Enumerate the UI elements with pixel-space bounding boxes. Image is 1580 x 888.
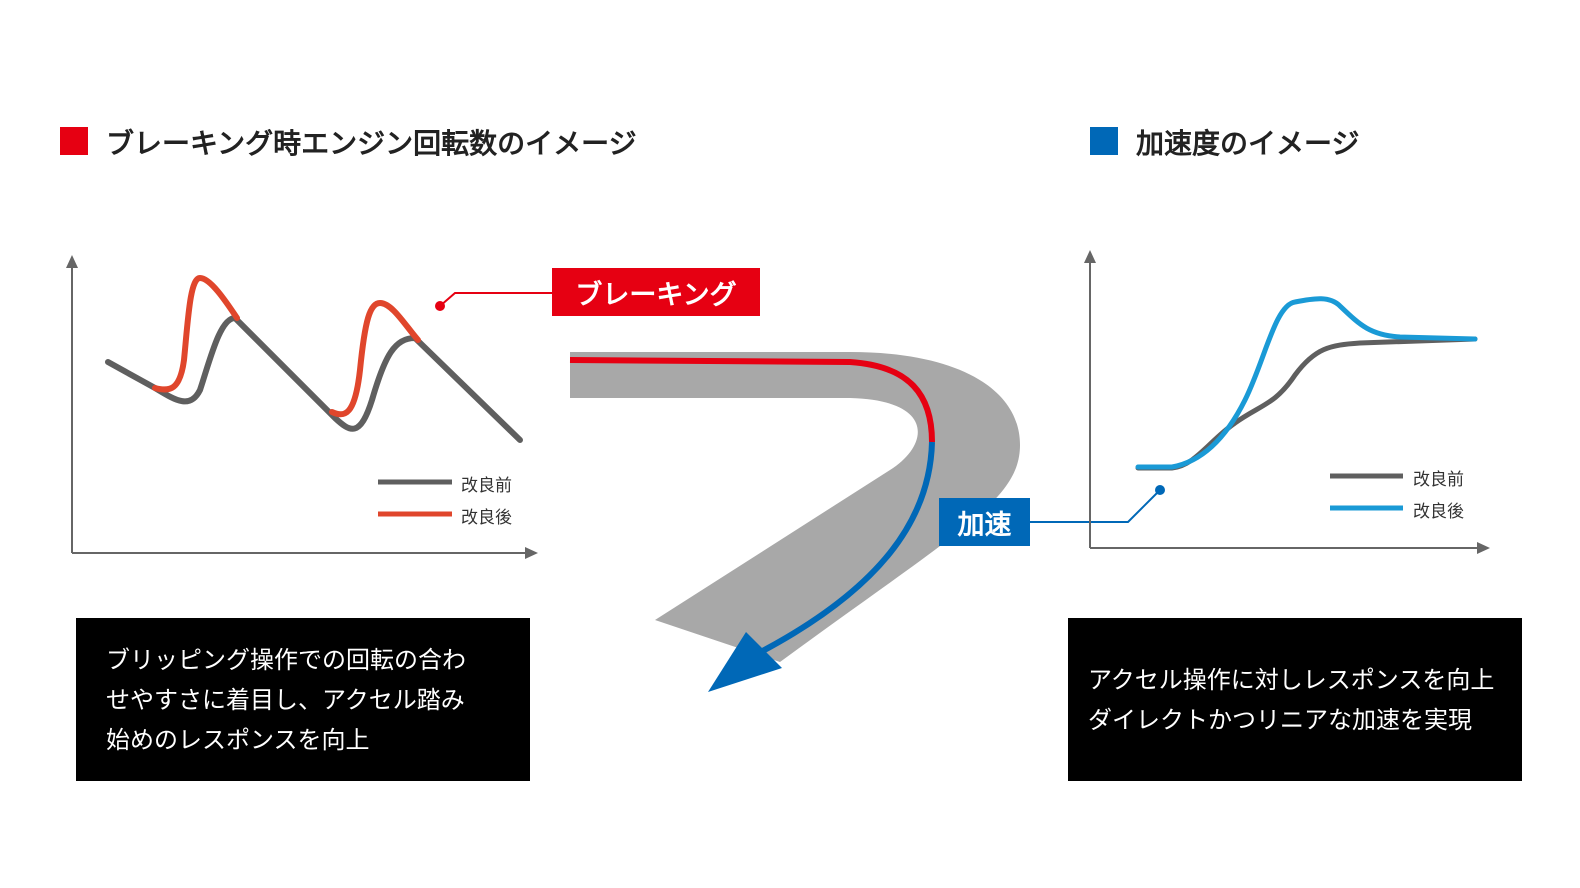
right-legend-after: 改良後 <box>1413 502 1464 522</box>
braking-path <box>569 357 935 443</box>
blue-square-icon <box>1090 127 1118 155</box>
accel-path <box>753 441 935 658</box>
right-note-line: アクセル操作に対しレスポンスを向上 <box>1088 665 1495 694</box>
braking-label: ブレーキング <box>552 268 760 316</box>
left-chart-axes <box>66 255 538 559</box>
left-line-before <box>105 315 523 443</box>
left-note-line: 始めのレスポンスを向上 <box>106 725 370 754</box>
accel-label: 加速 <box>939 498 1030 546</box>
right-legend-before: 改良前 <box>1413 470 1464 490</box>
braking-connector <box>435 292 552 311</box>
left-title: ブレーキング時エンジン回転数のイメージ <box>106 127 637 160</box>
right-title: 加速度のイメージ <box>1136 127 1360 160</box>
left-note-line: せやすさに着目し、アクセル踏み <box>106 685 465 714</box>
left-note-line: ブリッピング操作での回転の合わ <box>106 645 466 674</box>
red-square-icon <box>60 127 88 155</box>
accel-connector <box>1030 485 1165 523</box>
right-note-line: ダイレクトかつリニアな加速を実現 <box>1088 705 1472 734</box>
left-legend-before: 改良前 <box>461 476 512 496</box>
left-note-box: ブリッピング操作での回転の合わ せやすさに着目し、アクセル踏み 始めのレスポンス… <box>76 618 530 781</box>
road-shape <box>570 352 1020 662</box>
accel-arrowhead <box>708 632 782 692</box>
left-line-after <box>152 275 421 418</box>
left-legend-after: 改良後 <box>461 508 512 528</box>
right-line-after <box>1135 296 1478 470</box>
right-chart-axes <box>1084 250 1490 554</box>
right-note-box: アクセル操作に対しレスポンスを向上 ダイレクトかつリニアな加速を実現 <box>1068 618 1522 781</box>
right-line-before <box>1135 336 1478 471</box>
